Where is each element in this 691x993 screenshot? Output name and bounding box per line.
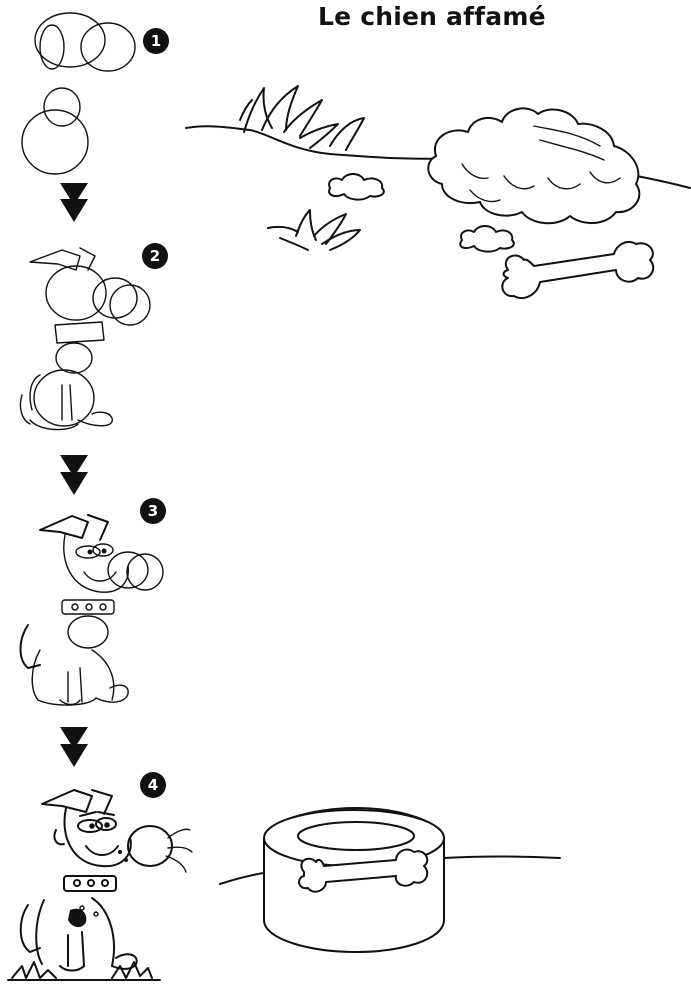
step-2-badge: 2: [142, 243, 168, 269]
grass-tuft-icon: [267, 209, 361, 251]
step-3-dog: [19, 514, 164, 706]
bone-icon: [501, 240, 655, 300]
step-1-badge: 1: [143, 28, 169, 54]
small-bush-2: [459, 225, 515, 253]
scene-landscape: [185, 85, 691, 300]
step-2-dog: [19, 247, 151, 431]
dog-bowl-icon: [219, 807, 561, 953]
step-4-badge: 4: [140, 772, 166, 798]
step-1-body-circles: [21, 87, 89, 175]
arrow-down-icon: [60, 183, 88, 222]
arrow-down-icon: [60, 727, 88, 767]
arrow-down-icon: [60, 455, 88, 495]
step-1-head-circles: [34, 12, 136, 72]
step-3-badge: 3: [140, 498, 166, 524]
page-title: Le chien affamé: [318, 2, 546, 31]
grass-tuft-icon: [239, 85, 365, 151]
small-bush-1: [328, 173, 385, 201]
step-4-dog: [7, 789, 193, 981]
bush-icon: [427, 107, 641, 225]
